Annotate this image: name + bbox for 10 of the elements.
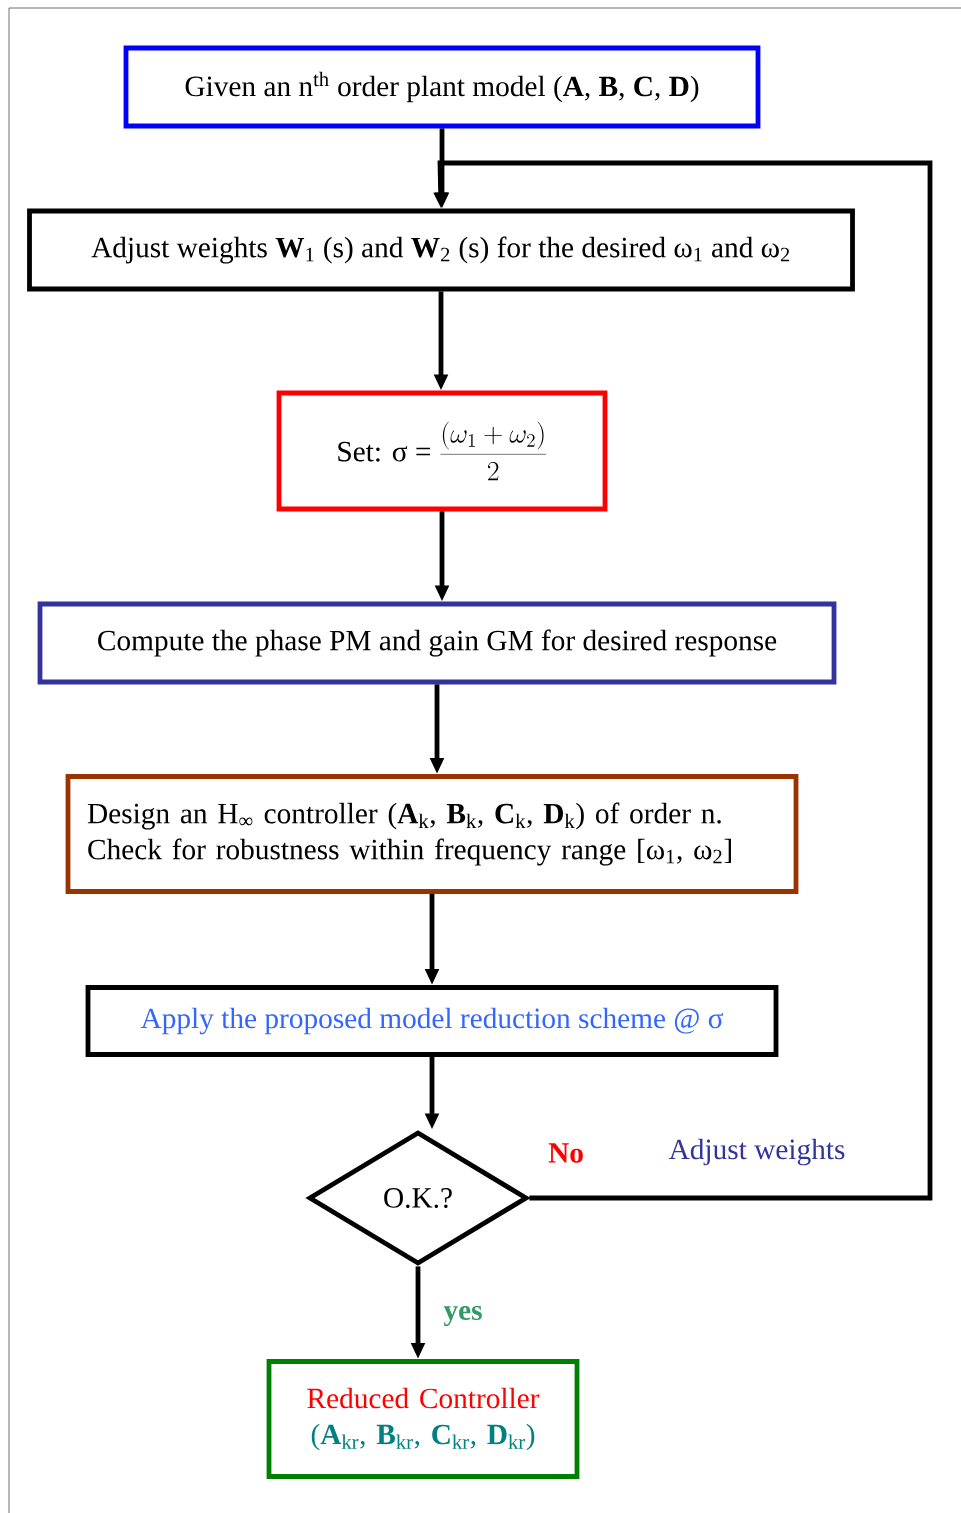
process-box: Set: σ = $\frac{(\omega_1 + \omega_2)}{2}$: [276, 390, 608, 512]
process-box: Adjust weights W$_{1}$ (s) and W$_{2}$ (s) for the desired ω$_{1}$ and ω$_{2}$: [27, 208, 855, 292]
process-box: Compute the phase PM and gain GM for desired response: [37, 601, 837, 685]
process-box: Given an n$^{th}$ order plant model (A, B, C, D): [123, 45, 761, 129]
process-box: Design an H$_{∞}$ controller (A$_{k}$, B$_{k}$, C$_{k}$, D$_{k}$) of order n. Check for robustness within frequency range [ω$_{1}$, ω$_{2}$]: [65, 774, 799, 894]
process-box: Reduced Controller (A$_{kr}$, B$_{kr}$, C$_{kr}$, D$_{kr}$): [266, 1359, 580, 1479]
process-box: Apply the proposed model reduction scheme @ σ: [85, 985, 779, 1057]
edge-label: No: [546, 1141, 586, 1165]
edge-label: yes: [442, 1304, 484, 1328]
note-label: Adjust weights: [668, 1138, 845, 1166]
